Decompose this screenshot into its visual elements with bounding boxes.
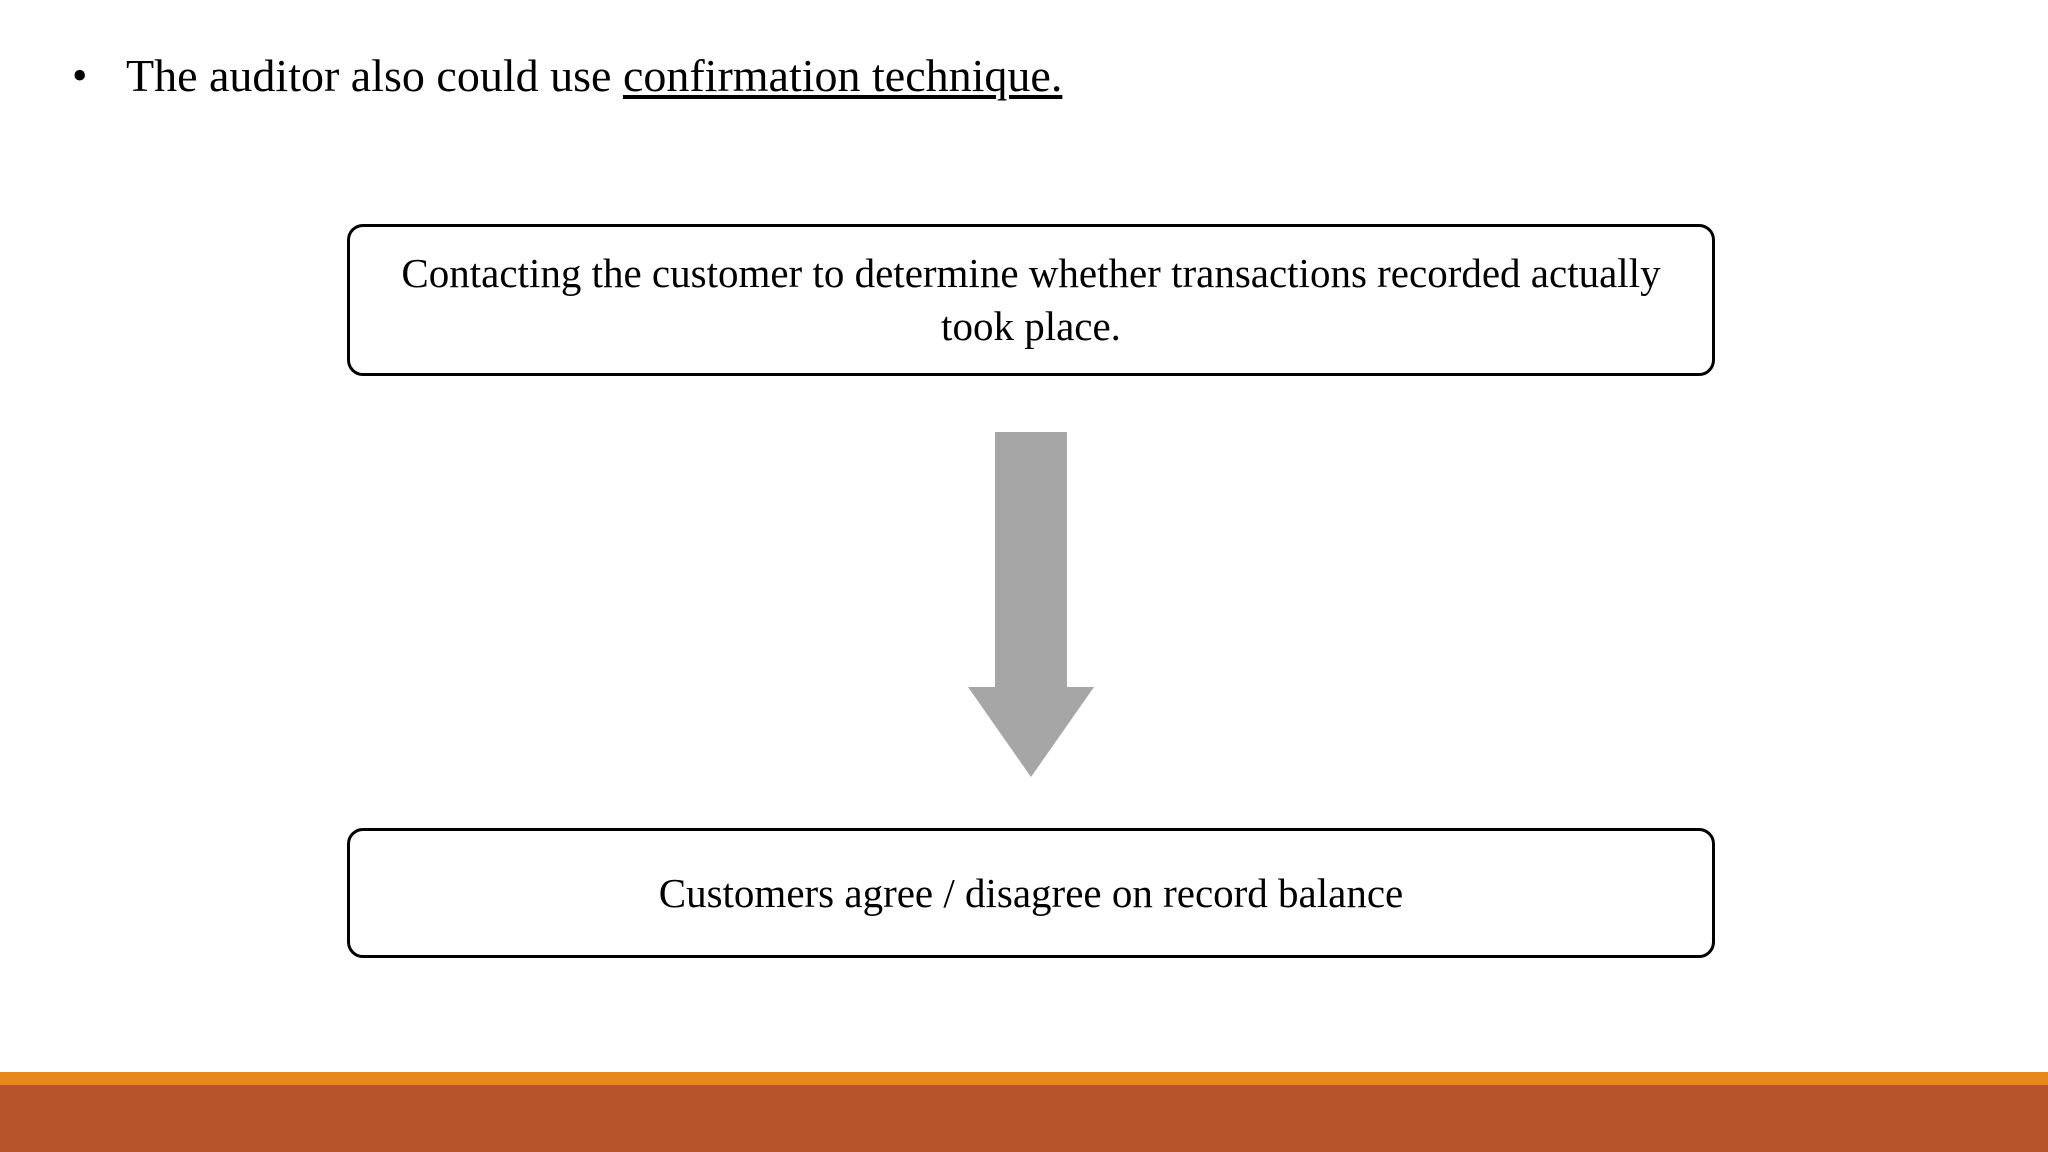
- bullet-line: • The auditor also could use confirmatio…: [60, 46, 1960, 106]
- flow-box-process-definition: Contacting the customer to determine whe…: [347, 224, 1715, 376]
- bullet-text-lead: The auditor also could use: [126, 50, 623, 101]
- footer-accent-band-top: [0, 1072, 2048, 1085]
- bullet-text: The auditor also could use confirmation …: [126, 46, 1062, 106]
- flow-box-process-outcome-label: Customers agree / disagree on record bal…: [658, 869, 1404, 916]
- flow-box-process-outcome: Customers agree / disagree on record bal…: [347, 828, 1715, 958]
- down-arrow-shape: [968, 432, 1094, 777]
- flow-box-process-definition-label: Contacting the customer to determine whe…: [401, 250, 1661, 349]
- down-arrow-icon: [968, 432, 1094, 777]
- footer-accent-band-bottom: [0, 1085, 2048, 1152]
- bullet-marker-icon: •: [72, 51, 88, 100]
- bullet-text-emphasis: confirmation technique.: [622, 50, 1063, 101]
